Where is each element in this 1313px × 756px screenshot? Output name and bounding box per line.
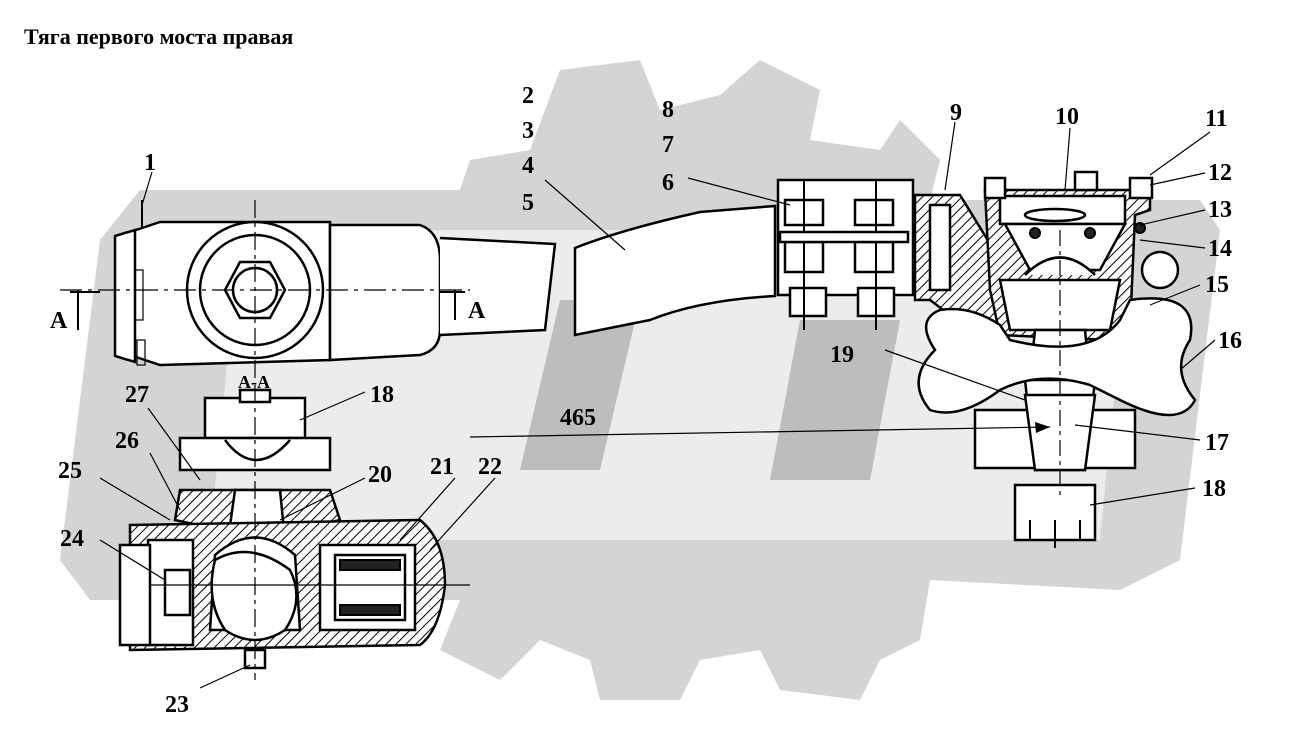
callout-8: 8 <box>662 97 674 123</box>
section-aa-view <box>118 385 470 680</box>
callout-18-right: 18 <box>1202 476 1226 502</box>
callout-labels: 1 2 3 4 5 6 7 8 9 10 11 12 13 14 15 16 1… <box>58 83 1242 718</box>
callout-19: 19 <box>830 342 854 368</box>
dimension-465: 465 <box>469 405 1051 438</box>
callout-13: 13 <box>1208 197 1232 223</box>
central-tube <box>573 178 915 337</box>
callout-2: 2 <box>522 83 534 109</box>
callout-10: 10 <box>1055 104 1079 130</box>
callout-5: 5 <box>522 190 534 216</box>
callout-22: 22 <box>478 454 502 480</box>
callout-4: 4 <box>522 153 534 179</box>
callout-16: 16 <box>1218 328 1242 354</box>
callout-9: 9 <box>950 100 962 126</box>
callout-21: 21 <box>430 454 454 480</box>
callout-6: 6 <box>662 170 674 196</box>
leader-lines <box>99 121 1216 689</box>
callout-24: 24 <box>60 526 84 552</box>
callout-26: 26 <box>115 428 139 454</box>
callout-18-aa: 18 <box>370 382 394 408</box>
section-label-a-left: А <box>50 308 68 334</box>
callout-12: 12 <box>1208 160 1232 186</box>
section-label-a-right: А <box>468 298 486 324</box>
callout-25: 25 <box>58 458 82 484</box>
right-ball-joint <box>913 170 1197 548</box>
section-label-aa: А-А <box>238 372 270 392</box>
left-tie-rod-end <box>60 200 557 380</box>
callout-7: 7 <box>662 132 674 158</box>
callout-15: 15 <box>1205 272 1229 298</box>
callout-3: 3 <box>522 118 534 144</box>
diagram-title: Тяга первого моста правая <box>24 24 294 49</box>
section-marker-a: А А А-А <box>50 290 486 392</box>
callout-14: 14 <box>1208 236 1232 262</box>
callout-27: 27 <box>125 382 149 408</box>
callout-1: 1 <box>144 150 156 176</box>
callout-11: 11 <box>1205 106 1228 132</box>
callout-23: 23 <box>165 692 189 718</box>
callout-20: 20 <box>368 462 392 488</box>
callout-17: 17 <box>1205 430 1229 456</box>
dimension-label: 465 <box>560 405 596 431</box>
